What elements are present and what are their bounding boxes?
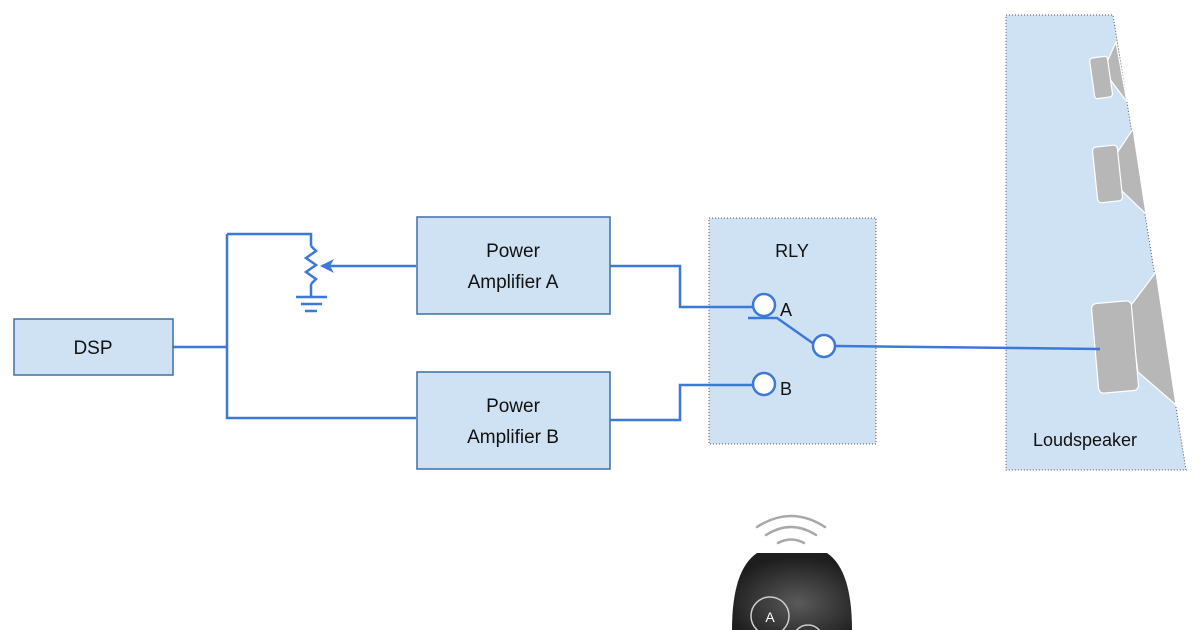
- remote-control: A: [732, 514, 852, 630]
- potentiometer-wiper-arrow-icon: [320, 259, 334, 273]
- tweeter-icon: [1089, 39, 1128, 103]
- loudspeaker-label: Loudspeaker: [1033, 430, 1137, 450]
- remote-body: [732, 553, 852, 630]
- remote-button-b[interactable]: [793, 624, 823, 630]
- loudspeaker-enclosure: Loudspeaker: [1005, 14, 1187, 471]
- amp-b-label-line2: Amplifier B: [467, 427, 559, 448]
- woofer-icon: [1090, 270, 1177, 407]
- dsp-block: DSP: [13, 318, 174, 376]
- relay-contact-b: [751, 371, 777, 397]
- wire-amp-a-to-relay: [610, 264, 753, 309]
- wire-to-amp-b: [225, 234, 416, 420]
- wire-relay-to-loudspeaker: [835, 344, 1101, 351]
- relay-contact-b-label: B: [780, 379, 792, 399]
- relay-contact-a-label: A: [780, 300, 792, 320]
- wiring: [173, 232, 1101, 422]
- remote-button-a[interactable]: [750, 596, 790, 630]
- remote-button-a-label: A: [765, 609, 775, 625]
- relay-switch-arm: [748, 316, 815, 346]
- wire-amp-b-to-relay: [610, 383, 753, 422]
- relay-block: RLY: [708, 217, 877, 445]
- amp-b-label-line1: Power: [486, 396, 541, 417]
- relay-label: RLY: [775, 241, 809, 261]
- amp-a-label-line2: Amplifier A: [468, 272, 559, 293]
- wire-to-potentiometer: [227, 232, 313, 246]
- potentiometer-resistor: [303, 245, 319, 285]
- relay-contact-common: [811, 333, 837, 359]
- midrange-driver-icon: [1091, 127, 1147, 216]
- amp-a-label-line1: Power: [486, 241, 541, 262]
- power-amplifier-b-block: Power Amplifier B: [416, 371, 611, 470]
- wireless-signal-icon: [755, 514, 827, 545]
- power-amplifier-a-block: Power Amplifier A: [416, 216, 611, 315]
- relay-contact-a: [751, 292, 777, 318]
- dsp-label: DSP: [73, 338, 112, 359]
